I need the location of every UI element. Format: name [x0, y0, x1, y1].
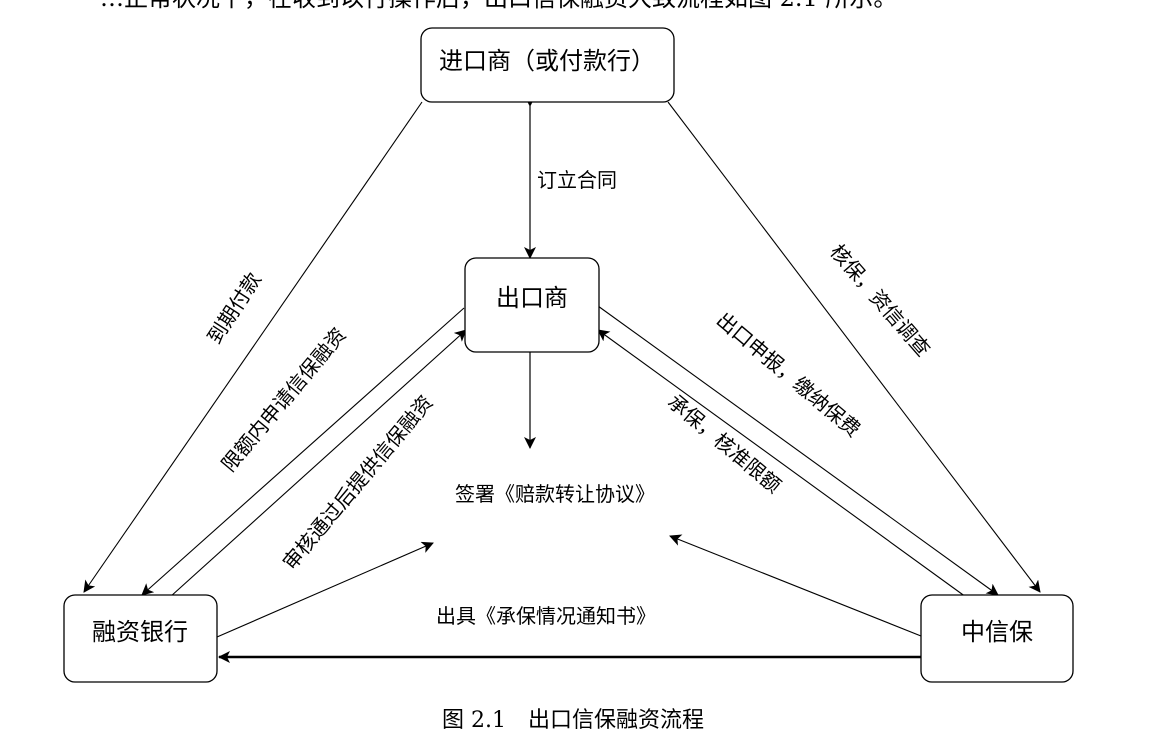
contract-label: 订立合同	[537, 168, 617, 192]
sinosure-label: 中信保	[961, 618, 1033, 646]
sinosure-notice-arrow	[669, 534, 922, 637]
apply-financing-label: 限额内申请信保融资	[217, 323, 351, 476]
node-importer: 进口商（或付款行）	[420, 27, 675, 103]
credit-check-arrow	[667, 101, 1041, 593]
bank-label: 融资银行	[92, 618, 188, 646]
exporter-label: 出口商	[496, 284, 568, 312]
node-sinosure: 中信保	[920, 594, 1074, 683]
node-bank: 融资银行	[63, 594, 218, 683]
edges	[83, 95, 1041, 663]
importer-label: 进口商（或付款行）	[439, 47, 655, 75]
underwrite-arrow	[597, 329, 967, 598]
payment-label: 到期付款	[202, 268, 266, 348]
bank-box	[63, 594, 218, 683]
figure-caption: 图 2.1 出口信保融资流程	[442, 708, 704, 733]
underwrite-label: 承保，核准限额	[663, 389, 786, 497]
provide-financing-arrow	[169, 329, 467, 598]
provide-financing-label: 审核通过后提供信保融资	[278, 391, 438, 575]
issue-notice-label: 出具《承保情况通知书》	[436, 604, 656, 628]
bank-notice-arrow	[216, 541, 434, 638]
declare-premium-label: 出口申报，缴纳保费	[712, 308, 865, 442]
credit-check-label: 核保，资信调查	[825, 240, 935, 361]
apply-financing-arrow	[141, 307, 465, 596]
node-exporter: 出口商	[464, 257, 600, 353]
importer-box	[420, 27, 675, 103]
declare-premium-arrow	[597, 305, 999, 596]
intro-text: …正常状况下，在收到以行操作后，出口信保融资大致流程如图 2.1 所示。	[100, 0, 897, 12]
payment-arrow	[83, 101, 423, 593]
sign-agreement-label: 签署《赔款转让协议》	[455, 482, 655, 506]
sinosure-box	[920, 594, 1074, 683]
exporter-box	[464, 257, 600, 353]
